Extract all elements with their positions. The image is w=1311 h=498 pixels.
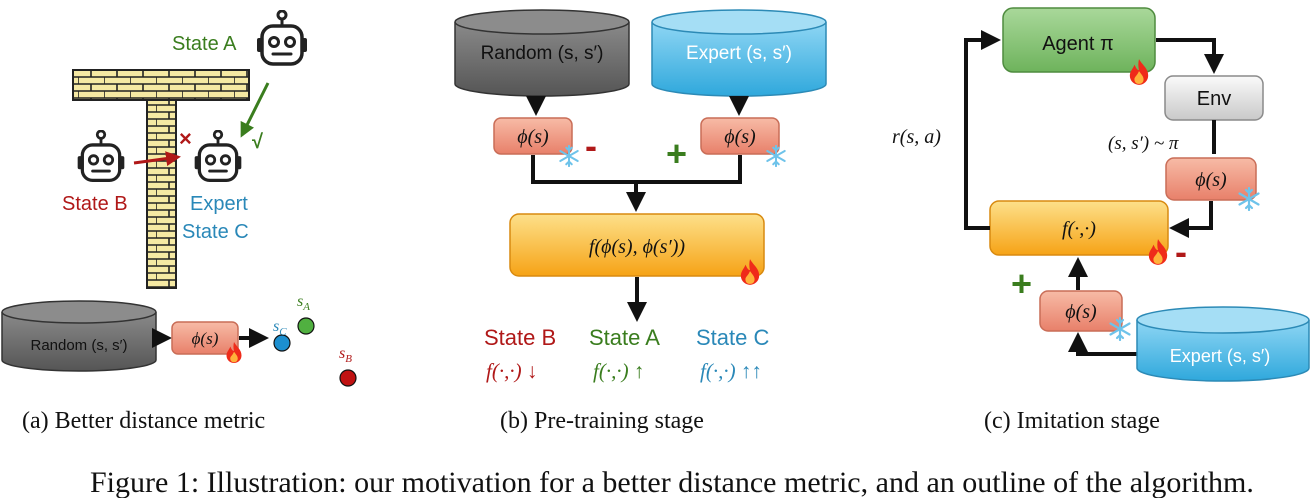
f-c-result: f(·,·) ↑↑ bbox=[700, 359, 762, 383]
minus-sign-c: - bbox=[1175, 231, 1187, 272]
merge-connector bbox=[531, 155, 742, 208]
arrow-a-to-c bbox=[240, 82, 270, 138]
random-db-a: Random (s, s′) bbox=[1, 300, 157, 372]
s-b-label: sB bbox=[339, 345, 352, 365]
panel-b: Random (s, s′) Expert (s, s′) ϕ(s) - ϕ(s… bbox=[454, 9, 827, 434]
wrong-mark: × bbox=[179, 126, 192, 151]
robot-expert-icon bbox=[193, 130, 243, 183]
env-label: Env bbox=[1197, 88, 1231, 110]
panel-c: Agent π Env (s, s′) ~ π ϕ(s) f(·,·) - r(… bbox=[892, 7, 1310, 434]
f-box-c-label: f(·,·) bbox=[1062, 218, 1096, 240]
state-c-result: State C bbox=[696, 325, 769, 350]
state-b-result: State B bbox=[484, 325, 556, 350]
random-db-b: Random (s, s′) bbox=[454, 9, 630, 97]
panel-a: State A √ State B × Expert State C Rando… bbox=[1, 10, 357, 434]
minus-sign-b: - bbox=[585, 125, 597, 166]
arrow-f-to-agent bbox=[964, 30, 1001, 230]
expert-label-line1: Expert bbox=[190, 193, 248, 215]
expert-db-b: Expert (s, s′) bbox=[651, 9, 827, 97]
random-db-a-label: Random (s, s′) bbox=[30, 337, 127, 354]
point-s-a bbox=[297, 317, 315, 335]
robot-state-a-icon bbox=[255, 10, 309, 66]
rollout-label: (s, s′) ~ π bbox=[1108, 133, 1179, 154]
wall-top bbox=[72, 69, 250, 101]
plus-sign-b: + bbox=[666, 133, 687, 174]
wall-stem bbox=[146, 99, 177, 289]
phi-box-a bbox=[171, 321, 239, 355]
s-a-label: sA bbox=[297, 293, 310, 313]
phi-box-c-bottom bbox=[1039, 290, 1123, 332]
figure-canvas: State A √ State B × Expert State C Rando… bbox=[1, 7, 1310, 434]
robot-state-b-icon bbox=[76, 130, 126, 183]
phi-b-right-label: ϕ(s) bbox=[724, 126, 756, 148]
phi-box-c-top bbox=[1165, 157, 1257, 201]
caption-c: (c) Imitation stage bbox=[984, 408, 1160, 434]
state-a-label: State A bbox=[172, 33, 237, 55]
agent-label: Agent π bbox=[1042, 33, 1114, 55]
phi-a-label: ϕ(s) bbox=[192, 329, 219, 348]
caption-a: (a) Better distance metric bbox=[22, 408, 265, 434]
point-s-c bbox=[273, 334, 291, 352]
phi-c-bottom-label: ϕ(s) bbox=[1065, 301, 1097, 323]
arrow-agent-to-env bbox=[1156, 38, 1224, 74]
expert-db-c: Expert (s, s′) bbox=[1136, 306, 1310, 382]
arrow-b-to-c bbox=[133, 151, 181, 167]
figure-caption-partial: Figure 1: Illustration: our motivation f… bbox=[90, 468, 1254, 498]
arrow-phi-to-f bbox=[1169, 201, 1213, 238]
plus-sign-c: + bbox=[1011, 263, 1032, 304]
s-c-label: sC bbox=[273, 318, 287, 338]
point-s-b bbox=[339, 369, 357, 387]
state-b-label: State B bbox=[62, 193, 128, 215]
arrow-expert-to-phi bbox=[1068, 332, 1138, 356]
right-mark: √ bbox=[252, 131, 264, 153]
expert-db-c-label: Expert (s, s′) bbox=[1170, 346, 1270, 366]
f-box-b bbox=[509, 213, 765, 277]
f-b-result: f(·,·) ↓ bbox=[486, 359, 537, 383]
phi-box-b-left bbox=[493, 117, 573, 155]
phi-box-b-right bbox=[700, 117, 780, 155]
state-a-result: State A bbox=[589, 325, 660, 350]
caption-b: (b) Pre-training stage bbox=[500, 408, 704, 434]
random-db-b-label: Random (s, s′) bbox=[481, 43, 604, 64]
reward-label: r(s, a) bbox=[892, 126, 941, 148]
phi-b-left-label: ϕ(s) bbox=[517, 126, 549, 148]
expert-label-line2: State C bbox=[182, 221, 249, 243]
f-a-result: f(·,·) ↑ bbox=[593, 359, 644, 383]
phi-c-top-label: ϕ(s) bbox=[1195, 169, 1227, 191]
expert-db-b-label: Expert (s, s′) bbox=[686, 43, 792, 64]
agent-box bbox=[1002, 7, 1156, 73]
f-box-b-label: f(ϕ(s), ϕ(s′)) bbox=[589, 236, 686, 258]
